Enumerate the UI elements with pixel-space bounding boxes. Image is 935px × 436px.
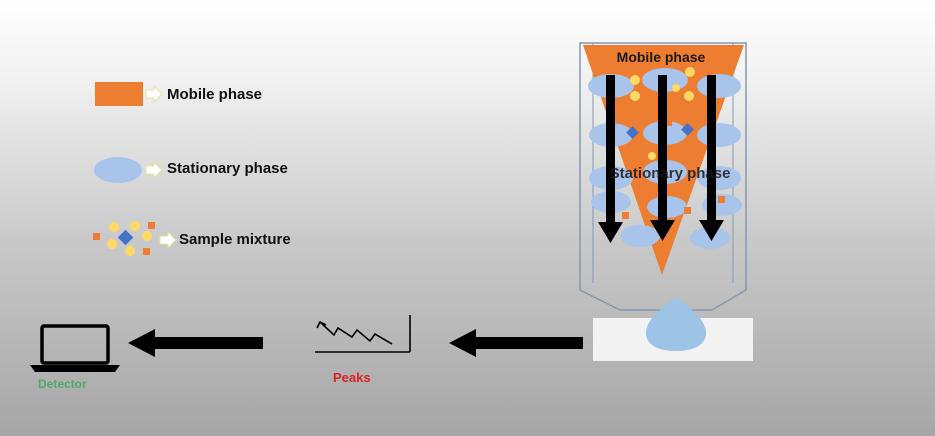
detector-label: Detector bbox=[38, 377, 87, 391]
process-arrow-left bbox=[128, 329, 263, 357]
column-middle-label: Stationary phase bbox=[610, 165, 731, 182]
peaks-chart-icon bbox=[315, 315, 411, 353]
laptop-icon bbox=[30, 324, 120, 372]
legend-sample-mixture-label: Sample mixture bbox=[179, 231, 291, 248]
legend-stationary-phase-swatch bbox=[94, 157, 142, 183]
legend-stationary-arrow-icon bbox=[145, 160, 163, 180]
peaks-label: Peaks bbox=[333, 370, 371, 385]
legend-sample-arrow-icon bbox=[159, 230, 177, 250]
chromatography-column: Mobile phase Stationary phase bbox=[579, 42, 747, 311]
flow-arrows bbox=[598, 75, 724, 243]
eluent-drop-icon bbox=[646, 297, 706, 351]
column-top-label: Mobile phase bbox=[617, 49, 706, 65]
legend-mobile-arrow-icon bbox=[145, 84, 163, 104]
legend-sample-mixture-icon bbox=[93, 221, 155, 256]
legend bbox=[93, 82, 177, 256]
column-outline bbox=[579, 42, 747, 311]
process-arrow-right bbox=[449, 329, 583, 357]
legend-mobile-phase-swatch bbox=[95, 82, 143, 106]
legend-mobile-phase-label: Mobile phase bbox=[167, 86, 263, 103]
legend-stationary-phase-label: Stationary phase bbox=[167, 160, 288, 177]
sample-particles bbox=[622, 67, 725, 224]
